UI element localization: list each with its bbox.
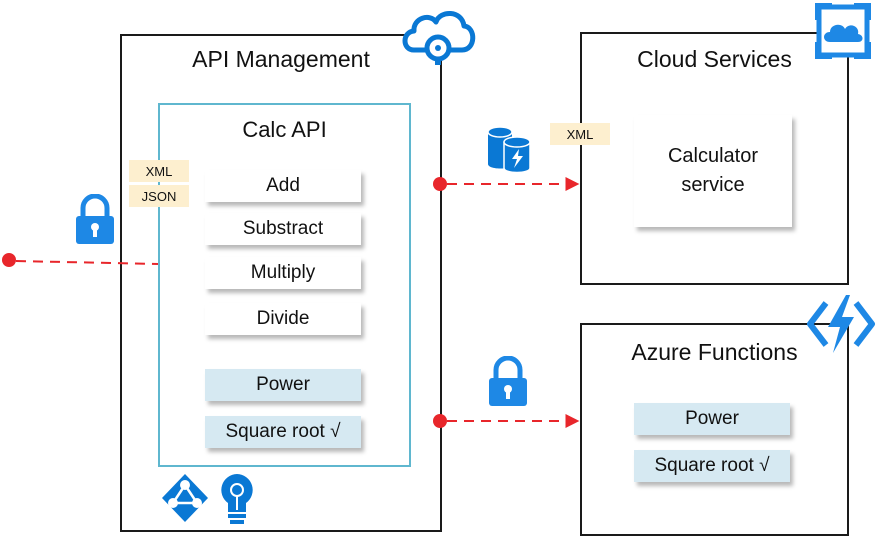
format-tag-xml-cloud: XML (550, 123, 610, 145)
operation-power[interactable]: Power (205, 369, 361, 401)
lock-icon (76, 194, 114, 244)
azure-functions-title: Azure Functions (631, 339, 798, 365)
operation-add[interactable]: Add (205, 170, 361, 202)
calc-api-title: Calc API (242, 117, 327, 142)
cloud-services-title: Cloud Services (637, 46, 792, 72)
function-power[interactable]: Power (634, 403, 790, 435)
api-management-title: API Management (192, 46, 370, 72)
insights-bulb-icon (221, 474, 253, 524)
active-directory-icon (162, 474, 208, 522)
calculator-service-line2: service (681, 174, 745, 196)
function-square-root[interactable]: Square root √ (634, 450, 790, 482)
cloud-api-icon (402, 11, 476, 65)
cloud-services-icon (815, 3, 871, 59)
lock-icon (489, 356, 527, 406)
azure-functions-connection (433, 414, 580, 428)
format-tag-json: JSON (129, 185, 189, 207)
azure-functions-icon (807, 295, 875, 353)
format-tag-xml: XML (129, 160, 189, 182)
calculator-service[interactable]: Calculator service (634, 115, 792, 227)
operation-multiply[interactable]: Multiply (205, 257, 361, 289)
operation-divide[interactable]: Divide (205, 303, 361, 335)
operation-substract[interactable]: Substract (205, 213, 361, 245)
operation-square-root[interactable]: Square root √ (205, 416, 361, 448)
calculator-service-line1: Calculator (667, 145, 759, 167)
cloud-services-connection (433, 177, 580, 191)
cache-db-icon (487, 126, 531, 174)
